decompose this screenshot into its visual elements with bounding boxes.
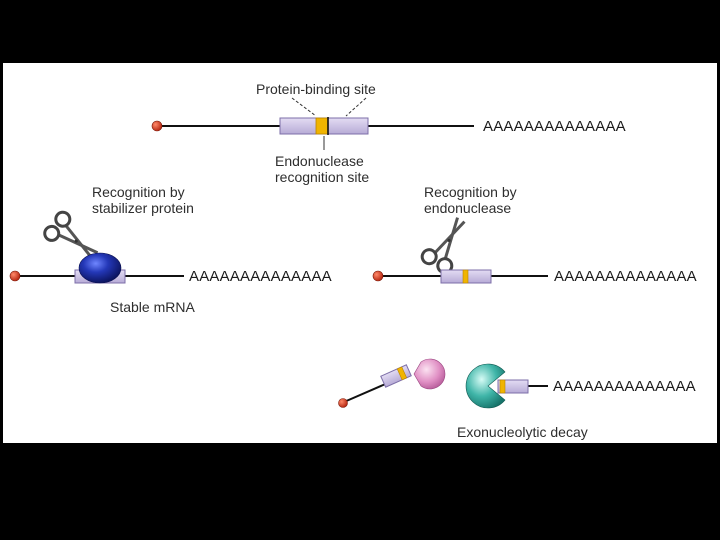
stabilizer-recognition-label: stabilizer protein [92, 200, 194, 216]
stabilizer-recognition-label: Recognition by [92, 184, 185, 200]
endonuclease-site-marker [462, 269, 469, 284]
endonuclease-recognition-label: endonuclease [424, 200, 511, 216]
five-prime-fragment [338, 358, 446, 408]
exonucleolytic-decay-label: Exonucleolytic decay [457, 424, 588, 440]
poly-a-tail: AAAAAAAAAAAAAA [189, 268, 332, 285]
scissors-icon [43, 210, 99, 260]
five-prime-cap [9, 270, 21, 282]
regulatory-element-box [497, 379, 529, 394]
site-marker [396, 366, 408, 381]
site-marker [499, 379, 506, 394]
pointer-line [291, 97, 317, 117]
poly-a-tail: AAAAAAAAAAAAAA [554, 268, 697, 285]
poly-a-tail: AAAAAAAAAAAAAA [553, 378, 696, 395]
five-prime-cap [338, 398, 348, 408]
stable-mrna-label: Stable mRNA [110, 299, 195, 315]
three-prime-fragment: AAAAAAAAAAAAAA [465, 363, 696, 409]
stabilizer-protein [78, 252, 122, 284]
exonuclease-enzyme [413, 358, 446, 390]
five-prime-cap [151, 120, 163, 132]
pointer-line [345, 97, 367, 117]
protein-binding-site-marker [315, 117, 329, 135]
mrna-strand [343, 381, 391, 403]
five-prime-cap [372, 270, 384, 282]
endonuclease-mrna: AAAAAAAAAAAAAA [372, 268, 697, 285]
endonuclease-site-label: Endonuclease [275, 153, 364, 169]
scissors-icon [420, 217, 466, 275]
top-mrna: AAAAAAAAAAAAAA [151, 97, 626, 150]
poly-a-tail: AAAAAAAAAAAAAA [483, 118, 626, 135]
endonuclease-recognition-label: Recognition by [424, 184, 517, 200]
endonuclease-site-label: recognition site [275, 169, 369, 185]
exonuclease-enzyme [465, 363, 506, 409]
stable-mrna: AAAAAAAAAAAAAA [9, 252, 332, 285]
protein-binding-site-label: Protein-binding site [256, 81, 376, 97]
